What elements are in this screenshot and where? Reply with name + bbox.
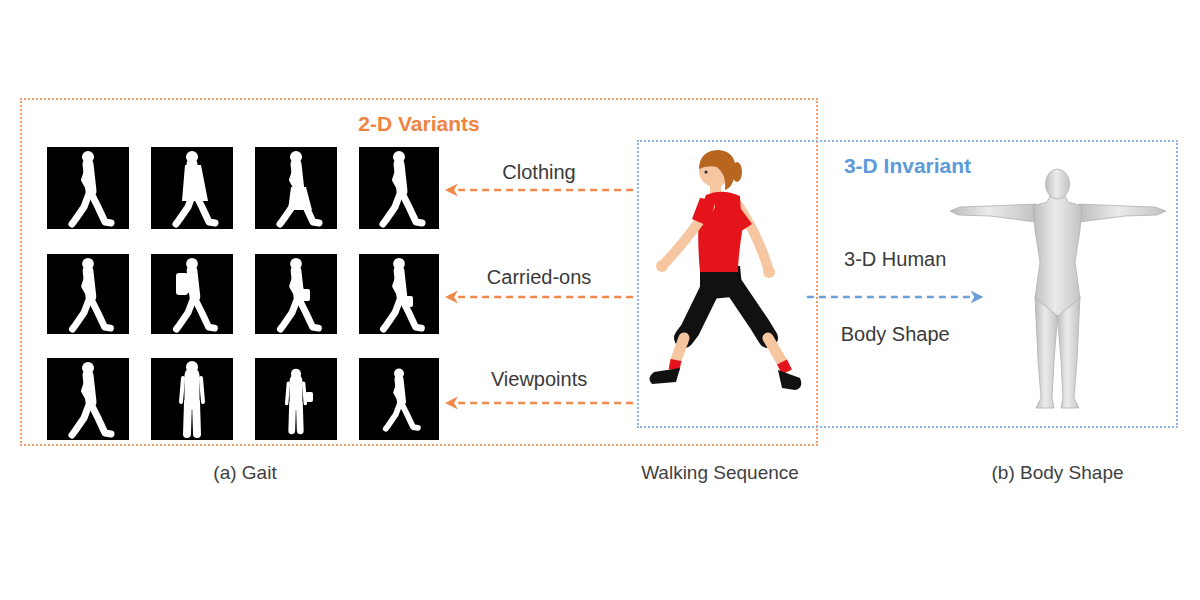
silhouette-frame-part <box>255 254 337 334</box>
silhouette-frame-part <box>47 358 129 440</box>
walking-woman-part <box>699 150 735 190</box>
walking-woman-part <box>676 338 684 360</box>
dashed-arrow <box>449 296 633 299</box>
silhouette-frame-part <box>176 151 215 224</box>
silhouette-frame-part <box>72 362 111 435</box>
walking-woman-part <box>704 170 707 173</box>
silhouette-frame-part <box>386 368 418 428</box>
group-heading: 2-D Variants <box>358 100 479 136</box>
silhouette-frame <box>151 254 233 334</box>
panel-caption: (a) Gait <box>213 461 276 485</box>
silhouette-frame-part <box>151 254 233 334</box>
silhouette-frame-part <box>359 147 439 229</box>
silhouette-frame-part <box>404 296 413 307</box>
silhouette-frame-part <box>255 358 337 440</box>
silhouette-frame <box>359 358 439 440</box>
dashed-arrow <box>449 189 633 192</box>
silhouette-frame-part <box>383 258 421 329</box>
silhouette-frame <box>255 147 337 229</box>
walking-woman-part <box>763 266 775 278</box>
group-heading: 3-D Invariant <box>844 142 971 178</box>
silhouette-frame <box>151 147 233 229</box>
silhouette-frame-part <box>47 147 129 229</box>
gait-panel: (a) Gait <box>45 145 445 485</box>
arrow-label: Viewpoints <box>491 367 587 391</box>
walking-woman <box>649 150 801 390</box>
silhouette-frame <box>255 358 337 440</box>
group-box: 2-D Variants(a) Gait <box>20 98 818 446</box>
silhouette-frame-part <box>359 358 439 440</box>
silhouette-grid <box>47 147 439 440</box>
silhouette-frame-part <box>176 273 188 295</box>
arrow-label: Carried-ons <box>487 265 591 289</box>
body-shape-model-part <box>1046 169 1070 199</box>
silhouette-frame-part <box>182 165 208 201</box>
walking-woman-part <box>778 370 801 390</box>
arrow-label: Body Shape <box>841 322 950 346</box>
silhouette-frame-part <box>280 258 318 329</box>
arrow-label: Clothing <box>502 160 575 184</box>
body-shape-model <box>950 169 1166 408</box>
silhouette-frame-part <box>299 289 310 301</box>
body-shape-panel: (b) Body Shape <box>983 158 1131 485</box>
silhouette-frame-part <box>151 358 233 440</box>
walking-woman-part <box>674 360 676 370</box>
walking-woman-part <box>768 338 782 362</box>
arrow-label: 3-D Human <box>844 247 946 271</box>
silhouette-frame-part <box>287 369 306 431</box>
silhouette-frame-part <box>305 392 313 402</box>
silhouette-frame-part <box>383 151 422 224</box>
silhouette-frame-part <box>72 258 110 329</box>
silhouette-frame-part <box>176 258 214 329</box>
silhouette-frame-part <box>288 187 312 210</box>
silhouette-frame <box>47 147 129 229</box>
panel-caption: (b) Body Shape <box>991 461 1123 485</box>
walking-woman-part <box>649 368 680 384</box>
silhouette-frame-part <box>359 254 439 334</box>
silhouette-frame-part <box>151 147 233 229</box>
panel-caption: Walking Sequence <box>641 461 799 485</box>
group-box: 3-D Invariant(b) Body Shape <box>637 140 1178 428</box>
walking-woman-part <box>692 198 716 226</box>
silhouette-frame-part <box>280 151 319 224</box>
silhouette-frame <box>47 254 129 334</box>
silhouette-frame-part <box>47 254 129 334</box>
silhouette-frame-part <box>255 147 337 229</box>
silhouette-frame <box>255 254 337 334</box>
dashed-arrow <box>807 296 980 299</box>
figure-panel: Walking Sequence <box>633 145 807 485</box>
walking-woman-part <box>656 260 668 272</box>
walking-woman-part <box>732 162 742 182</box>
body-shape-model-part <box>1079 204 1166 222</box>
silhouette-frame <box>359 254 439 334</box>
body-shape-model-part <box>1033 196 1082 316</box>
silhouette-frame <box>151 358 233 440</box>
silhouette-frame <box>359 147 439 229</box>
walking-woman-part <box>782 362 787 372</box>
silhouette-frame-part <box>181 361 203 434</box>
silhouette-frame <box>47 358 129 440</box>
body-shape-model-part <box>950 204 1036 222</box>
silhouette-frame-part <box>72 151 111 224</box>
dashed-arrow <box>449 402 633 405</box>
